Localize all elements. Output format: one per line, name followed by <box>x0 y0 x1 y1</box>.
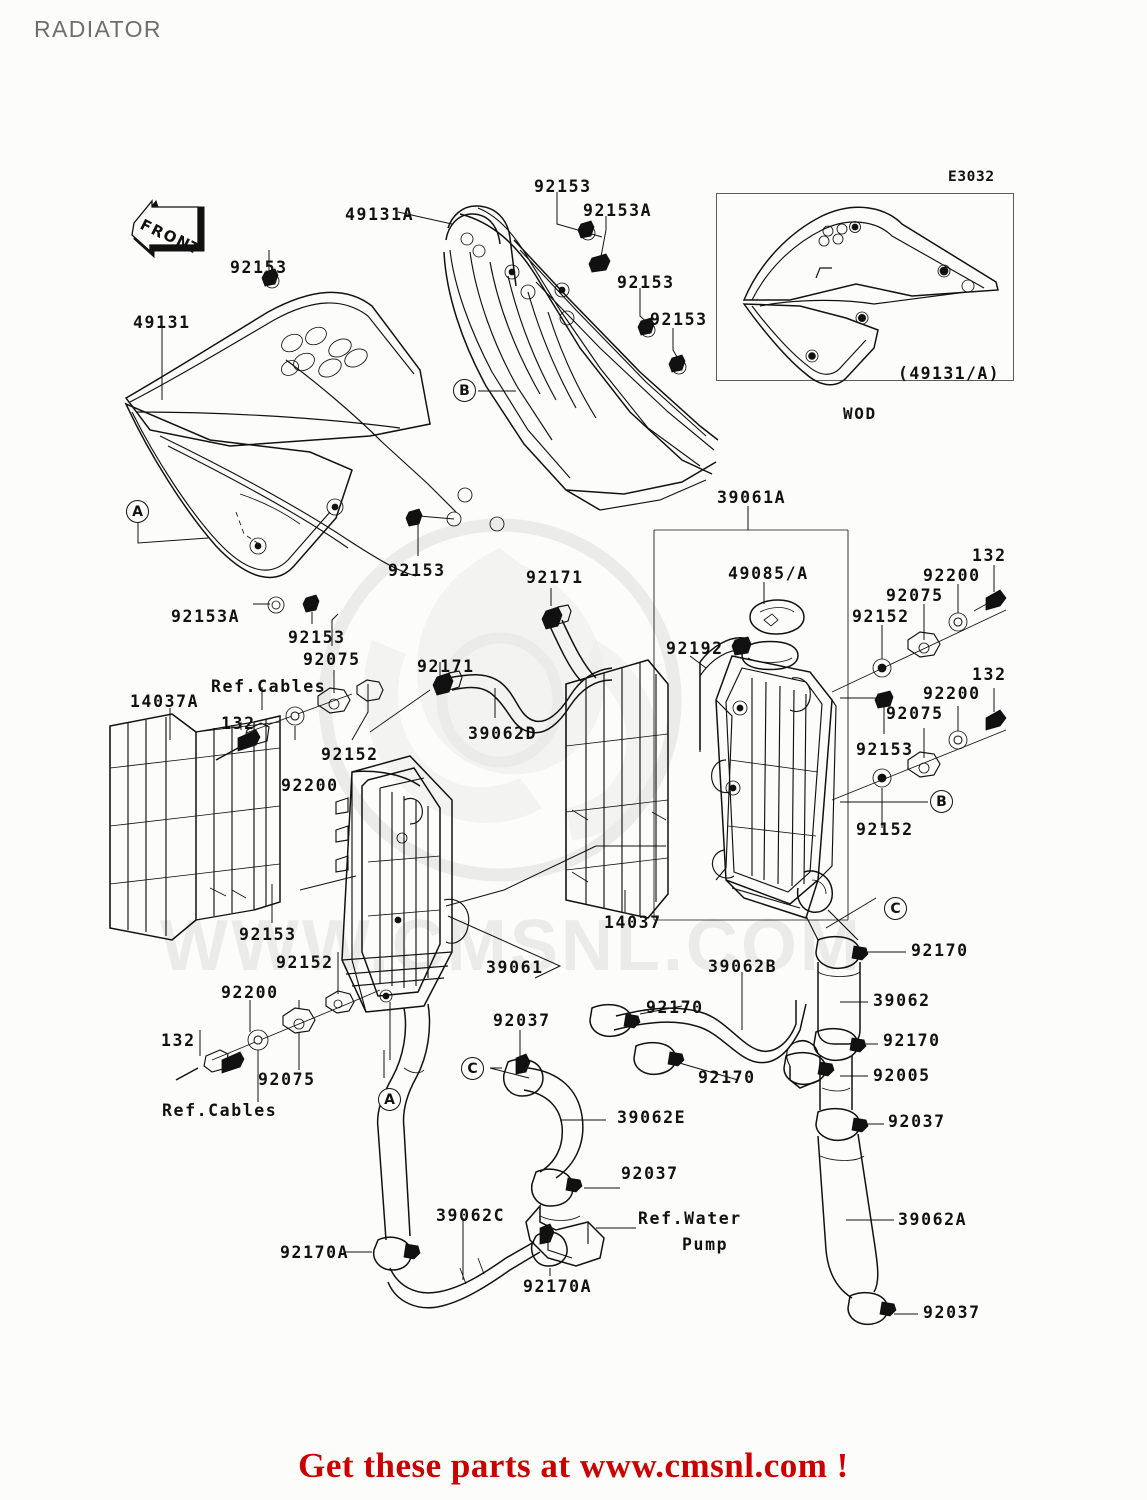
part-label-92170a-2: 92170A <box>523 1277 593 1296</box>
part-label-92153a-left: 92153A <box>171 607 241 626</box>
part-label-92171-b: 92171 <box>417 657 475 676</box>
part-label-92200-bot1: 92200 <box>221 983 279 1002</box>
ref-label-water-pump-2: Pump <box>682 1235 729 1254</box>
grille-14037a <box>109 708 281 941</box>
inset-shroud-art <box>742 206 999 386</box>
right-radiator-group <box>653 529 849 921</box>
part-label-92153-top2: 92153 <box>617 273 675 292</box>
part-label-92037-right2: 92037 <box>923 1303 981 1322</box>
part-label-92075-right1: 92075 <box>886 586 944 605</box>
left-radiator-39061 <box>335 755 470 1241</box>
part-label-39062: 39062 <box>873 991 931 1010</box>
part-label-92005: 92005 <box>873 1066 931 1085</box>
inset-detail-box <box>716 193 1014 381</box>
inset-part-label: (49131/A) <box>898 364 1001 383</box>
front-direction-badge: F R O N T <box>128 193 214 265</box>
part-label-39062e: 39062E <box>617 1108 687 1127</box>
svg-text:WWW.CMSNL.COM: WWW.CMSNL.COM <box>160 906 863 986</box>
part-label-39061a: 39061A <box>717 488 787 507</box>
inset-code-label: E3032 <box>948 169 995 185</box>
part-label-92170-right2: 92170 <box>883 1031 941 1050</box>
middle-hose-39062b <box>589 972 835 1086</box>
part-label-92171-a: 92171 <box>526 568 584 587</box>
part-label-92153-top1: 92153 <box>534 177 592 196</box>
reference-bubble-a-left-shroud[interactable]: A <box>126 500 149 523</box>
part-label-92152-right2: 92152 <box>856 820 914 839</box>
ref-label-water-pump-1: Ref.Water <box>638 1209 742 1228</box>
left-fasteners <box>175 670 384 1102</box>
part-label-92153-top3: 92153 <box>650 310 708 329</box>
part-label-132-left1: 132 <box>221 714 256 733</box>
part-label-92153-mid1: 92153 <box>388 561 446 580</box>
part-label-92153a-top: 92153A <box>583 201 653 220</box>
inset-caption-label: WOD <box>843 404 877 423</box>
part-label-92075-right2: 92075 <box>886 704 944 723</box>
part-label-92037-mid1: 92037 <box>493 1011 551 1030</box>
part-label-92037-mid2: 92037 <box>621 1164 679 1183</box>
part-label-92075-bot1: 92075 <box>258 1070 316 1089</box>
part-label-92037-right1: 92037 <box>888 1112 946 1131</box>
part-label-92075-left1: 92075 <box>303 650 361 669</box>
part-label-92152-bot1: 92152 <box>276 953 334 972</box>
ref-label-cables-lower: Ref.Cables <box>162 1101 278 1120</box>
left-shroud-49131 <box>124 268 505 614</box>
part-label-49131a: 49131A <box>345 205 415 224</box>
part-label-132-bot1: 132 <box>161 1031 196 1050</box>
right-fasteners <box>831 565 1007 828</box>
part-label-92170-mid2: 92170 <box>698 1068 756 1087</box>
upper-hose-39062d <box>432 588 613 734</box>
part-label-49085a: 49085/A <box>728 564 809 583</box>
part-label-14037a: 14037A <box>130 692 200 711</box>
reference-bubble-c-left-hose[interactable]: C <box>461 1057 484 1080</box>
part-label-14037: 14037 <box>604 913 662 932</box>
part-label-92153-bot1: 92153 <box>239 925 297 944</box>
part-label-92200-right1: 92200 <box>923 566 981 585</box>
part-label-92153-right1: 92153 <box>856 740 914 759</box>
part-label-39061: 39061 <box>486 958 544 977</box>
part-label-92152-right1: 92152 <box>852 607 910 626</box>
part-label-92192: 92192 <box>666 639 724 658</box>
part-label-39062d: 39062D <box>468 724 538 743</box>
ref-label-cables-upper: Ref.Cables <box>211 677 327 696</box>
misc-leaders <box>299 506 765 1078</box>
part-label-39062c: 39062C <box>436 1206 506 1225</box>
part-label-132-right1: 132 <box>972 546 1007 565</box>
part-label-92200-right2: 92200 <box>923 684 981 703</box>
part-label-39062a: 39062A <box>898 1210 968 1229</box>
part-label-39062b: 39062B <box>708 957 778 976</box>
part-label-92170a-1: 92170A <box>280 1243 350 1262</box>
part-label-132-right2: 132 <box>972 665 1007 684</box>
center-grille-14037 <box>565 659 669 919</box>
right-shroud-49131a <box>443 205 719 511</box>
reference-bubble-b-right-rad[interactable]: B <box>930 790 953 813</box>
part-label-92152-left1: 92152 <box>321 745 379 764</box>
reference-bubble-a-left-rad[interactable]: A <box>378 1088 401 1111</box>
page-title: RADIATOR <box>34 16 162 42</box>
reference-bubble-b-left-shroud[interactable]: B <box>453 379 476 402</box>
reference-bubble-c-right-rad[interactable]: C <box>884 897 907 920</box>
part-label-92170-mid1: 92170 <box>646 998 704 1017</box>
part-label-92170-right1: 92170 <box>911 941 969 960</box>
bottom-hose-39062c <box>344 1218 568 1309</box>
right-vertical-hose-39062 <box>786 897 918 1326</box>
part-label-92153-left2: 92153 <box>288 628 346 647</box>
footer-promo-text: Get these parts at www.cmsnl.com ! <box>298 1446 849 1485</box>
lower-hose-39062e <box>489 1053 636 1267</box>
part-label-92200-left1: 92200 <box>281 776 339 795</box>
part-label-49131: 49131 <box>133 313 191 332</box>
hose-clamp-leaders <box>369 688 496 733</box>
part-label-92153-left1: 92153 <box>230 258 288 277</box>
